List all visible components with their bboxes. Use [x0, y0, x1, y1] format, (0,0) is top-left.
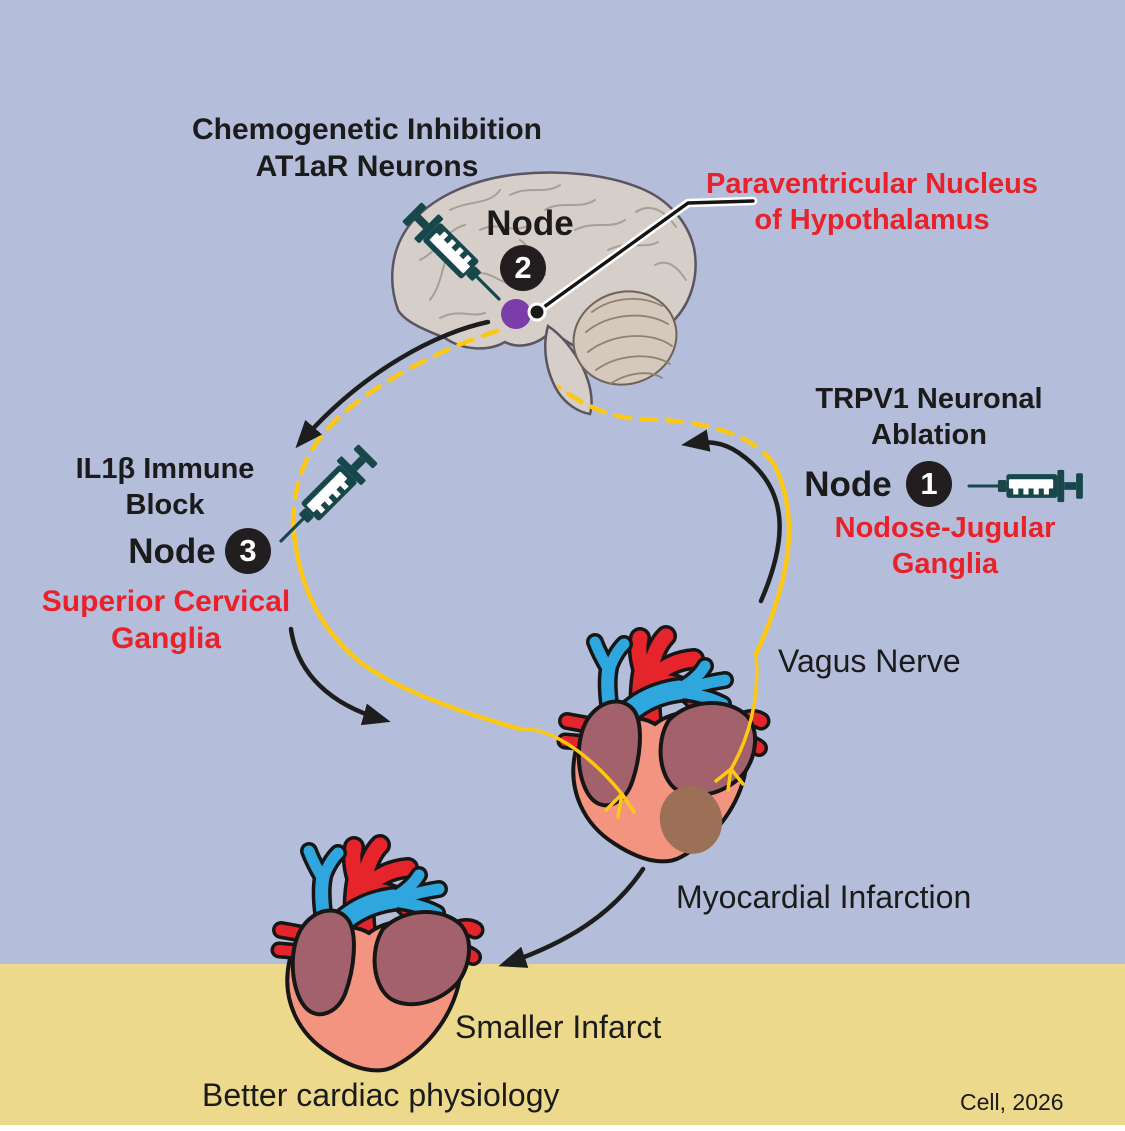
- node-2-badge: 2: [500, 245, 546, 291]
- cardiac-nerve-right: [714, 652, 759, 792]
- node2-intervention-line1: Chemogenetic Inhibition: [192, 113, 542, 146]
- scg-label-line2: Ganglia: [110, 622, 222, 655]
- descending-nerve-solid: [290, 522, 523, 732]
- pvn-label-line2: of Hypothalamus: [754, 204, 990, 236]
- node3-word: Node: [128, 532, 216, 571]
- node-2-number: 2: [514, 250, 532, 285]
- arrow-mi-to-smaller-heart: [498, 866, 646, 968]
- node-1-badge: 1: [906, 461, 952, 507]
- vagus-afferent-solid: [753, 461, 792, 657]
- nerve-pathways: [290, 328, 792, 819]
- node1-intervention-line2: Ablation: [871, 419, 987, 451]
- cardiac-nerve-left: [518, 727, 636, 819]
- pvn-site-dot: [501, 299, 531, 329]
- myocardial-infarction-label: Myocardial Infarction: [676, 879, 972, 915]
- syringe-icon-node3: [267, 439, 383, 555]
- scg-label-line1: Superior Cervical: [41, 585, 291, 618]
- vagus-nerve-label: Vagus Nerve: [778, 643, 961, 679]
- infarcted-heart-illustration: [565, 636, 761, 861]
- pvn-label-line1: Paraventricular Nucleus: [705, 168, 1039, 200]
- arrow-scg-to-heart: [288, 626, 391, 726]
- node1-word: Node: [804, 465, 892, 504]
- yellow-outcome-band: [0, 964, 1125, 1125]
- brainstem: [544, 323, 593, 416]
- pvn-pointer-line: [527, 196, 758, 322]
- vagus-afferent-dashed: [556, 384, 777, 467]
- footer-strip: [0, 1125, 1125, 1131]
- node3-intervention-line1: IL1β Immune: [75, 453, 255, 485]
- node-1-number: 1: [920, 466, 938, 501]
- syringe-icon-node1: [967, 468, 1085, 504]
- nodose-jugular-label-line2: Ganglia: [891, 548, 999, 580]
- cerebellum: [572, 290, 678, 386]
- nodose-jugular-label-line1: Nodose-Jugular: [834, 512, 1056, 544]
- node2-word: Node: [486, 204, 574, 243]
- attribution: Cell, 2026: [960, 1089, 1064, 1115]
- node1-intervention-line1: TRPV1 Neuronal: [815, 383, 1043, 415]
- flow-arrows: [288, 319, 782, 968]
- descending-nerve-dashed: [290, 328, 500, 526]
- healthy-heart-illustration: [279, 845, 475, 1070]
- node-3-badge: 3: [225, 528, 271, 574]
- arrow-brain-to-scg: [295, 319, 491, 449]
- node-3-number: 3: [239, 533, 257, 568]
- infarct-region: [659, 786, 723, 854]
- node2-intervention-line2: AT1aR Neurons: [255, 150, 479, 183]
- node3-intervention-line2: Block: [125, 489, 205, 521]
- better-physiology-label: Better cardiac physiology: [202, 1077, 560, 1113]
- smaller-infarct-label: Smaller Infarct: [455, 1009, 662, 1045]
- arrow-heart-to-node1: [681, 429, 782, 604]
